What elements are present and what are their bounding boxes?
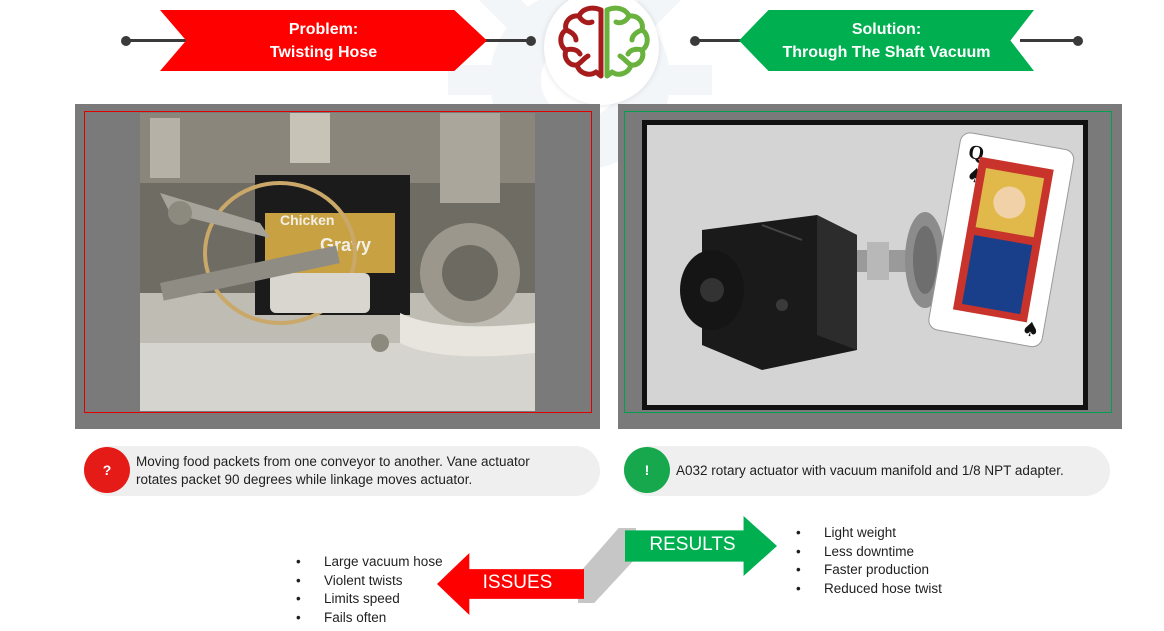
right-inner-line bbox=[695, 39, 745, 42]
solution-banner: Solution: Through The Shaft Vacuum bbox=[739, 10, 1034, 71]
solution-image-frame bbox=[624, 111, 1112, 413]
left-inner-dot bbox=[526, 36, 536, 46]
exclamation-icon: ! bbox=[624, 447, 670, 493]
results-item: Faster production bbox=[796, 561, 942, 580]
brain-icon bbox=[558, 5, 650, 79]
right-header-line bbox=[1020, 39, 1078, 42]
issues-item: Large vacuum hose bbox=[296, 553, 443, 572]
results-list: Light weight Less downtime Faster produc… bbox=[796, 524, 942, 598]
issues-item: Violent twists bbox=[296, 572, 443, 591]
problem-banner: Problem: Twisting Hose bbox=[160, 10, 487, 71]
problem-image-frame bbox=[84, 111, 592, 413]
solution-description: A032 rotary actuator with vacuum manifol… bbox=[624, 446, 1110, 496]
problem-banner-title: Problem: bbox=[288, 20, 359, 38]
packet-text-1: Chicken bbox=[280, 212, 334, 228]
machine-photo: Chicken Gravy bbox=[140, 113, 535, 411]
results-item: Less downtime bbox=[796, 543, 942, 562]
problem-banner-subtitle: Twisting Hose bbox=[269, 43, 378, 61]
right-line-dot bbox=[1073, 36, 1083, 46]
issues-item: Fails often bbox=[296, 609, 443, 628]
issues-item: Limits speed bbox=[296, 590, 443, 609]
problem-description: Moving food packets from one conveyor to… bbox=[84, 446, 600, 496]
solution-text: A032 rotary actuator with vacuum manifol… bbox=[676, 463, 1064, 478]
question-icon: ? bbox=[84, 447, 130, 493]
results-label: RESULTS bbox=[649, 534, 736, 555]
actuator-render: Q ♠ ♠ bbox=[642, 120, 1088, 410]
solution-banner-title: Solution: bbox=[851, 20, 922, 38]
results-item: Light weight bbox=[796, 524, 942, 543]
results-item: Reduced hose twist bbox=[796, 580, 942, 599]
problem-text-line1: Moving food packets from one conveyor to… bbox=[136, 454, 530, 469]
solution-banner-subtitle: Through The Shaft Vacuum bbox=[782, 43, 991, 61]
left-header-line bbox=[126, 39, 186, 42]
issues-list: Large vacuum hose Violent twists Limits … bbox=[296, 553, 443, 627]
svg-text:♠: ♠ bbox=[1020, 316, 1042, 343]
left-inner-line bbox=[480, 39, 530, 42]
problem-text-line2: rotates packet 90 degrees while linkage … bbox=[136, 472, 473, 487]
issues-label: ISSUES bbox=[482, 572, 553, 593]
